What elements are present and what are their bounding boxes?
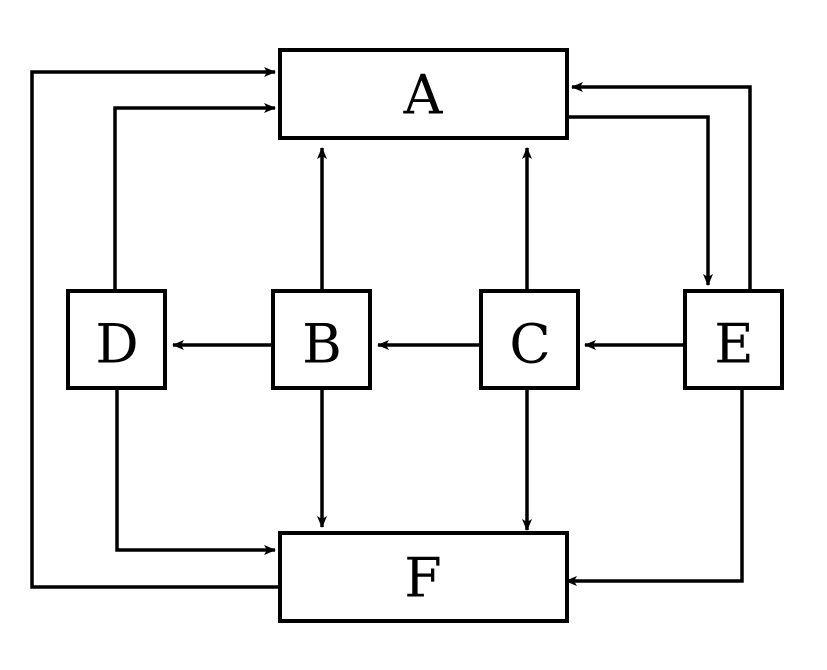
edge-a-to-e: [568, 115, 713, 286]
node-d: D: [66, 289, 167, 390]
node-c-label: C: [509, 313, 550, 376]
node-b-label: B: [302, 313, 342, 376]
node-f-box: [278, 531, 569, 623]
edge-d-to-a: [113, 103, 276, 290]
edge-d-to-f: [115, 390, 276, 555]
node-e: E: [683, 289, 784, 390]
node-b-box: [271, 289, 372, 390]
node-a: A: [278, 48, 569, 140]
node-a-label: A: [403, 64, 444, 127]
node-e-box: [683, 289, 784, 390]
node-c-box: [479, 289, 580, 390]
edge-e-to-a: [571, 82, 752, 290]
edge-e-to-f: [565, 390, 744, 586]
node-e-label: E: [714, 313, 753, 376]
node-f: F: [278, 531, 569, 623]
edge-f-to-a: [30, 67, 280, 589]
node-b: B: [271, 289, 372, 390]
node-d-label: D: [95, 313, 138, 376]
node-d-box: [66, 289, 167, 390]
node-f-label: F: [404, 547, 441, 610]
node-a-box: [278, 48, 569, 140]
node-c: C: [479, 289, 580, 390]
